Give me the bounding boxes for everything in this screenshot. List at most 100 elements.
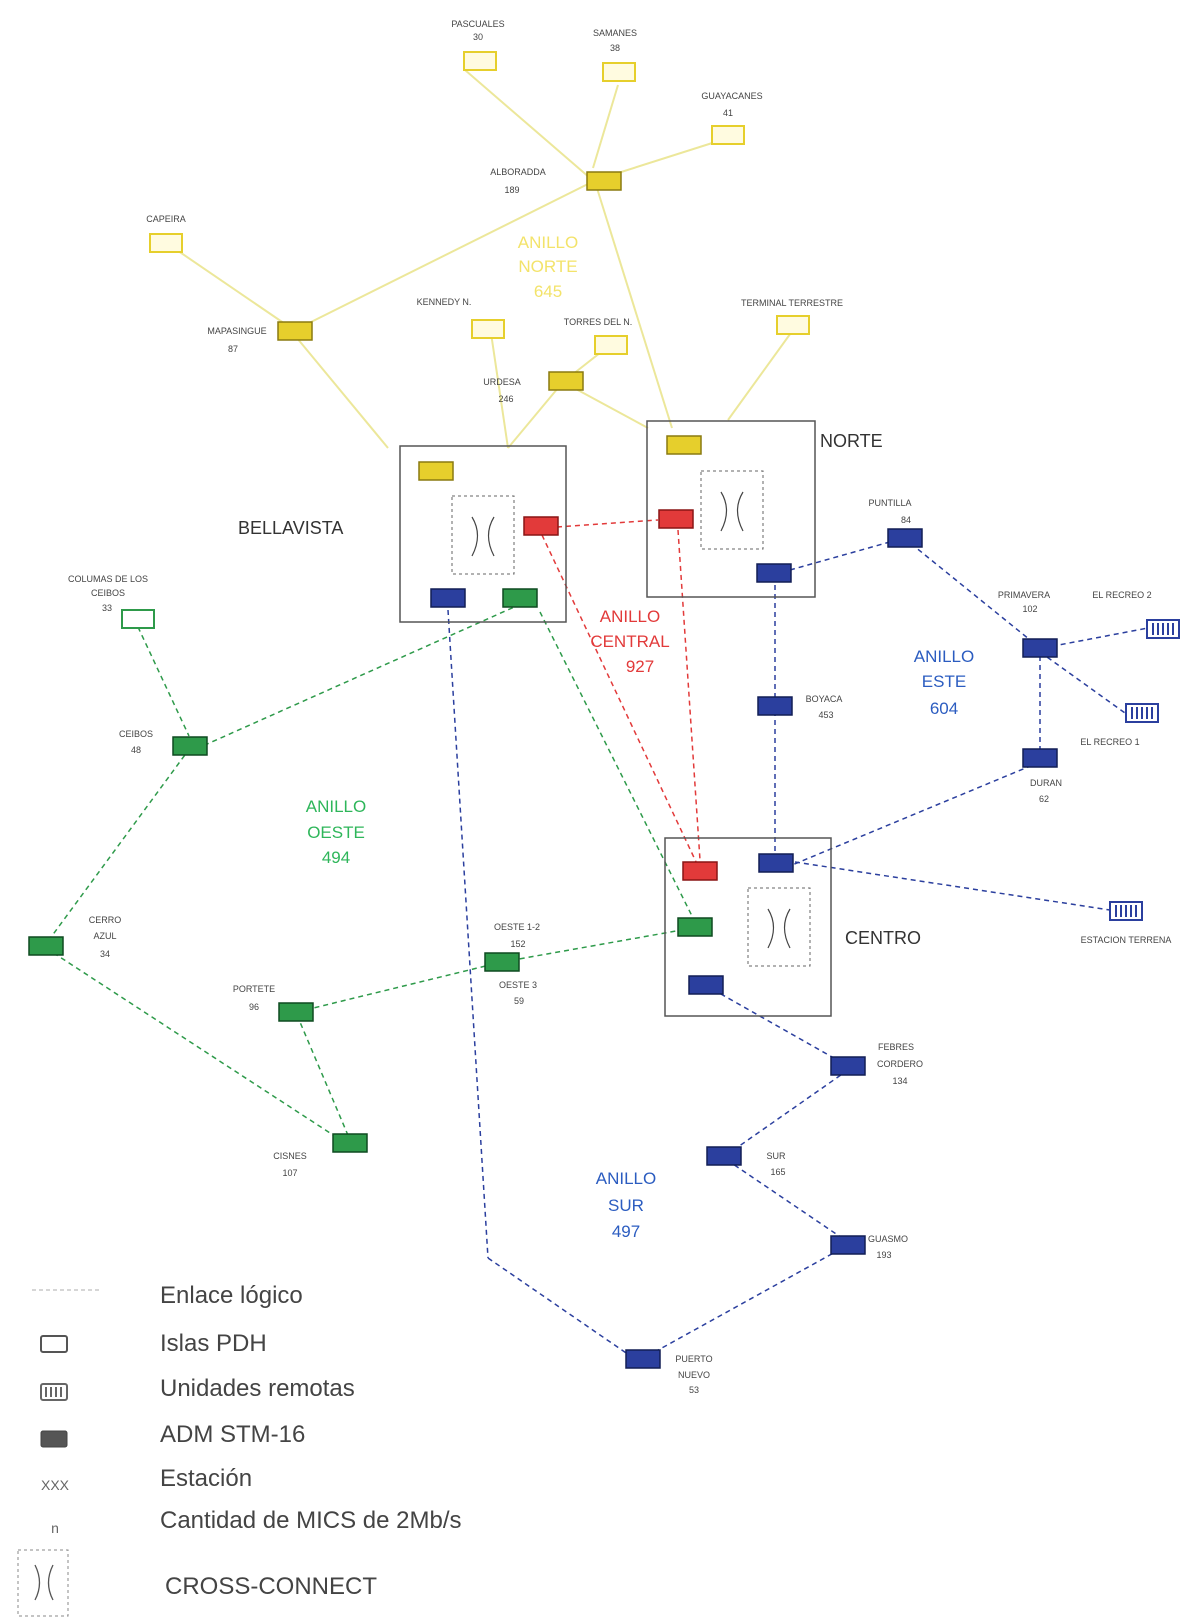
svg-text:ESTE: ESTE — [922, 672, 966, 691]
station-name: ALBORADDA — [490, 167, 546, 177]
station-name: PRIMAVERA — [998, 590, 1050, 600]
legend-adm-icon — [40, 1430, 68, 1448]
station-name: URDESA — [483, 377, 521, 387]
station-name: PUNTILLA — [868, 498, 911, 508]
svg-text:SUR: SUR — [608, 1196, 644, 1215]
station-name: CORDERO — [877, 1059, 923, 1069]
ring-label-oeste: ANILLO OESTE 494 — [306, 797, 366, 867]
legend-label: Islas PDH — [160, 1330, 267, 1357]
legend-label: Enlace lógico — [160, 1282, 303, 1309]
station-name: ESTACION TERRENA — [1081, 935, 1172, 945]
remote-unit-icon — [1109, 619, 1180, 921]
station-mics: 453 — [818, 710, 833, 720]
adm-stm16-icon — [28, 588, 713, 1153]
legend-label: Unidades remotas — [160, 1375, 355, 1402]
legend-label: Estación — [160, 1465, 252, 1492]
svg-text:ANILLO: ANILLO — [914, 647, 974, 666]
station-name: PASCUALES — [451, 19, 504, 29]
station-name: TORRES DEL N. — [564, 317, 633, 327]
station-name: CAPEIRA — [146, 214, 186, 224]
station-name: MAPASINGUE — [207, 326, 266, 336]
legend-label: CROSS-CONNECT — [165, 1573, 377, 1600]
station-name: CERRO — [89, 915, 122, 925]
hub-norte — [646, 420, 816, 598]
adm-stm16-icon — [430, 528, 1058, 1369]
station-mics: 96 — [249, 1002, 259, 1012]
station-name: SAMANES — [593, 28, 637, 38]
remote-unit-stripes — [1115, 623, 1174, 917]
station-name: PUERTO — [675, 1354, 712, 1364]
legend-pdh-icon — [40, 1335, 68, 1353]
hub-label-bellavista: BELLAVISTA — [238, 518, 343, 538]
station-name: GUAYACANES — [701, 91, 762, 101]
station-name: TERMINAL TERRESTRE — [741, 298, 843, 308]
east-south-ring-links — [447, 537, 1149, 1360]
station-mics: 34 — [100, 949, 110, 959]
svg-text:ANILLO: ANILLO — [306, 797, 366, 816]
hub-centro — [664, 837, 832, 1017]
station-mics: 53 — [689, 1385, 699, 1395]
hub-bellavista — [399, 445, 567, 623]
station-mics: 189 — [504, 185, 519, 195]
svg-text:ANILLO: ANILLO — [596, 1169, 656, 1188]
station-name: FEBRES — [878, 1042, 914, 1052]
ring-label-central: ANILLO CENTRAL 927 — [590, 607, 669, 676]
station-name: NUEVO — [678, 1370, 710, 1380]
station-name: CEIBOS — [91, 588, 125, 598]
station-name: PORTETE — [233, 984, 275, 994]
station-name: OESTE 3 — [499, 980, 537, 990]
hub-label-centro: CENTRO — [845, 928, 921, 948]
station-mics: 193 — [876, 1250, 891, 1260]
station-mics: 152 — [510, 939, 525, 949]
legend-remote-unit-icon — [40, 1383, 68, 1401]
hub-label-norte: NORTE — [820, 431, 883, 451]
station-name: BOYACA — [806, 694, 843, 704]
station-mics: 38 — [610, 43, 620, 53]
station-mics: 30 — [473, 32, 483, 42]
station-mics: 84 — [901, 515, 911, 525]
ring-label-sur: ANILLO SUR 497 — [596, 1169, 656, 1241]
cross-connect-icon — [451, 495, 515, 575]
station-mics: 102 — [1022, 604, 1037, 614]
station-name: KENNEDY N. — [417, 297, 472, 307]
station-name: SUR — [766, 1151, 786, 1161]
pdh-island-icon — [121, 609, 155, 629]
station-name: DURAN — [1030, 778, 1062, 788]
station-mics: 48 — [131, 745, 141, 755]
station-mics: 87 — [228, 344, 238, 354]
station-mics: 41 — [723, 108, 733, 118]
legend-label: Cantidad de MICS de 2Mb/s — [160, 1507, 462, 1534]
svg-text:604: 604 — [930, 699, 958, 718]
svg-text:CENTRAL: CENTRAL — [590, 632, 669, 651]
station-mics: 59 — [514, 996, 524, 1006]
svg-text:645: 645 — [534, 282, 562, 301]
station-name: OESTE 1-2 — [494, 922, 540, 932]
station-mics: 165 — [770, 1167, 785, 1177]
station-mics: 33 — [102, 603, 112, 613]
station-labels: PASCUALES 30 SAMANES 38 GUAYACANES 41 AL… — [68, 19, 1171, 1395]
adm-stm16-icon — [277, 171, 702, 481]
svg-text:ANILLO: ANILLO — [600, 607, 660, 626]
cross-connect-icon — [700, 470, 764, 550]
svg-text:927: 927 — [626, 657, 654, 676]
station-name: CEIBOS — [119, 729, 153, 739]
west-ring-links — [45, 603, 694, 1147]
svg-text:OESTE: OESTE — [307, 823, 365, 842]
legend: Enlace lógico Islas PDH Unidades remotas… — [17, 1282, 462, 1617]
pdh-island-icon — [149, 51, 810, 355]
north-ring-links — [167, 69, 794, 449]
adm-stm16-icon — [523, 509, 718, 881]
ring-label-este: ANILLO ESTE 604 — [914, 647, 974, 718]
svg-text:ANILLO: ANILLO — [518, 233, 578, 252]
legend-sample: XXX — [41, 1477, 70, 1493]
station-mics: 134 — [892, 1076, 907, 1086]
station-mics: 62 — [1039, 794, 1049, 804]
legend-sample: n — [51, 1520, 59, 1536]
svg-text:494: 494 — [322, 848, 350, 867]
station-mics: 107 — [282, 1168, 297, 1178]
legend-label: ADM STM-16 — [160, 1421, 305, 1448]
station-name: COLUMAS DE LOS — [68, 574, 148, 584]
station-name: EL RECREO 2 — [1092, 590, 1151, 600]
station-mics: 246 — [498, 394, 513, 404]
